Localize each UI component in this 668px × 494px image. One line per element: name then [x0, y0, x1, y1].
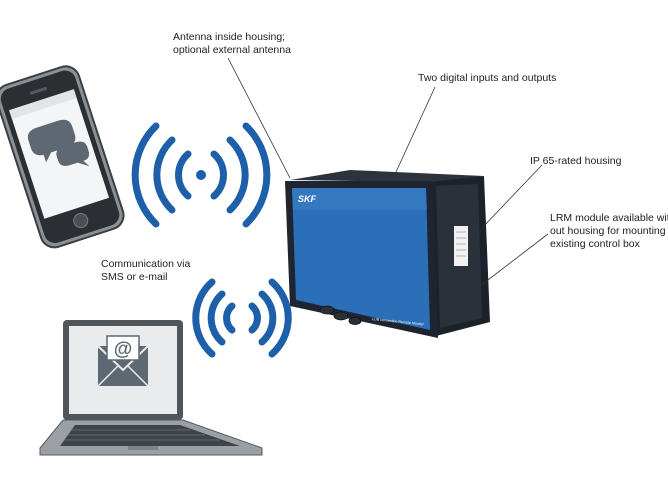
wireless-waves-icon	[131, 122, 271, 228]
callout-antenna: Antenna inside housing; optional externa…	[173, 31, 291, 56]
callout-communication: Communication via SMS or e-mail	[101, 258, 191, 283]
chat-bubbles-icon	[27, 119, 90, 167]
wireless-waves-icon	[192, 278, 292, 358]
laptop-icon: @	[39, 320, 263, 456]
callout-ip65: IP 65-rated housing	[530, 155, 622, 167]
svg-text:@: @	[114, 339, 133, 360]
device-brand-logo: SKF	[298, 194, 317, 204]
smartphone-icon	[0, 65, 125, 249]
callout-lrm-module: LRM module available wit out housing for…	[550, 212, 668, 250]
envelope-at-icon: @	[97, 335, 149, 387]
callout-leader-lines	[227, 57, 549, 287]
callout-digital-io: Two digital inputs and outputs	[418, 72, 557, 84]
remote-monitor-device: SKF LUB connection Remote Monitor	[285, 170, 490, 338]
device-model-label: LUB connection Remote Monitor	[372, 317, 425, 326]
